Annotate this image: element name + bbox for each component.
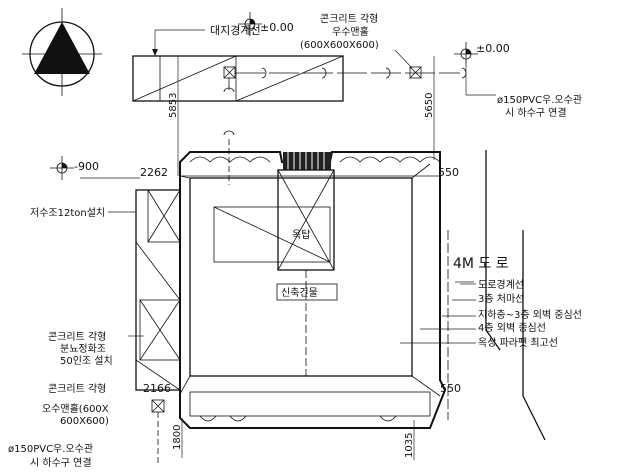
- road-label: 4M 도 로: [453, 256, 509, 272]
- level-topleft: ±0.00: [260, 21, 294, 34]
- level-marker-right-icon: [454, 42, 478, 66]
- dim-2166-text: 2166: [143, 382, 171, 395]
- manhole-top-label-1: 콘크리트 각형: [320, 13, 378, 25]
- bottom-manhole: [151, 399, 165, 466]
- dim-550-top-text: 550: [438, 166, 459, 179]
- boundary-top-label: 대지경계선: [210, 24, 261, 37]
- north-arrow-icon: [22, 8, 102, 96]
- pipe-right-label-1: ø150PVC우.오수관: [497, 94, 582, 106]
- level-marker-icon: [238, 12, 262, 36]
- dim-550-bottom-text: 550: [440, 382, 461, 395]
- pipe-bottom-label-1: ø150PVC우.오수관: [8, 443, 93, 455]
- pipe-right-label-2: 시 하수구 연결: [505, 106, 567, 119]
- dim-5853-text: 5853: [168, 93, 179, 118]
- level-topright: ±0.00: [476, 42, 510, 55]
- rooftop-label: 옥탑: [292, 229, 310, 241]
- dim-1035-text: 1035: [404, 433, 415, 458]
- rooftop-structure: [213, 169, 335, 271]
- manhole-top-label-2: 우수맨홀: [332, 25, 369, 38]
- septic-label-2: 분뇨정화조: [60, 343, 106, 355]
- new-building-box: [276, 283, 338, 301]
- tank-label: 저수조12ton설치: [30, 207, 105, 219]
- manhole-bottom-label-1: 콘크리트 각형: [48, 383, 106, 395]
- water-tank-area: [135, 189, 181, 391]
- pipe-bottom-label-2: 시 하수구 연결: [30, 456, 92, 469]
- manhole-bottom-label-3: 600X600): [60, 416, 109, 427]
- legend-leaders: [400, 230, 476, 420]
- road-edge: [455, 150, 546, 441]
- boundary-callout: [152, 29, 205, 56]
- septic-label-3: 50인조 설치: [60, 355, 113, 367]
- legend-basement: 지하층~3층 외벽 중심선: [478, 308, 582, 321]
- legend-parapet: 옥상 파라펫 최고선: [478, 337, 558, 349]
- legend-eave: 3층 처마선: [478, 293, 524, 305]
- dim-2262-text: 2262: [140, 166, 168, 179]
- legend-fourth: 4층 외벽 중심선: [478, 322, 546, 334]
- new-building-label: 신축건물: [281, 287, 318, 299]
- dim-1800-text: 1800: [172, 425, 183, 450]
- manhole-top-label-3: (600X600X600): [300, 40, 379, 51]
- level-left: -900: [74, 160, 99, 173]
- pipe-right-callout: [465, 66, 496, 96]
- dim-5650-text: 5650: [424, 93, 435, 118]
- manhole-bottom-label-2: 오수맨홀(600X: [42, 402, 109, 415]
- top-drain-pipe: [223, 66, 467, 185]
- legend-boundary: 도로경계선: [478, 278, 524, 291]
- level-marker-left-icon: [50, 156, 74, 180]
- manhole-top-leader: [394, 49, 413, 69]
- septic-label-1: 콘크리트 각형: [48, 331, 106, 343]
- top-yard-strip: [132, 55, 344, 102]
- stair-shaft: [283, 152, 331, 170]
